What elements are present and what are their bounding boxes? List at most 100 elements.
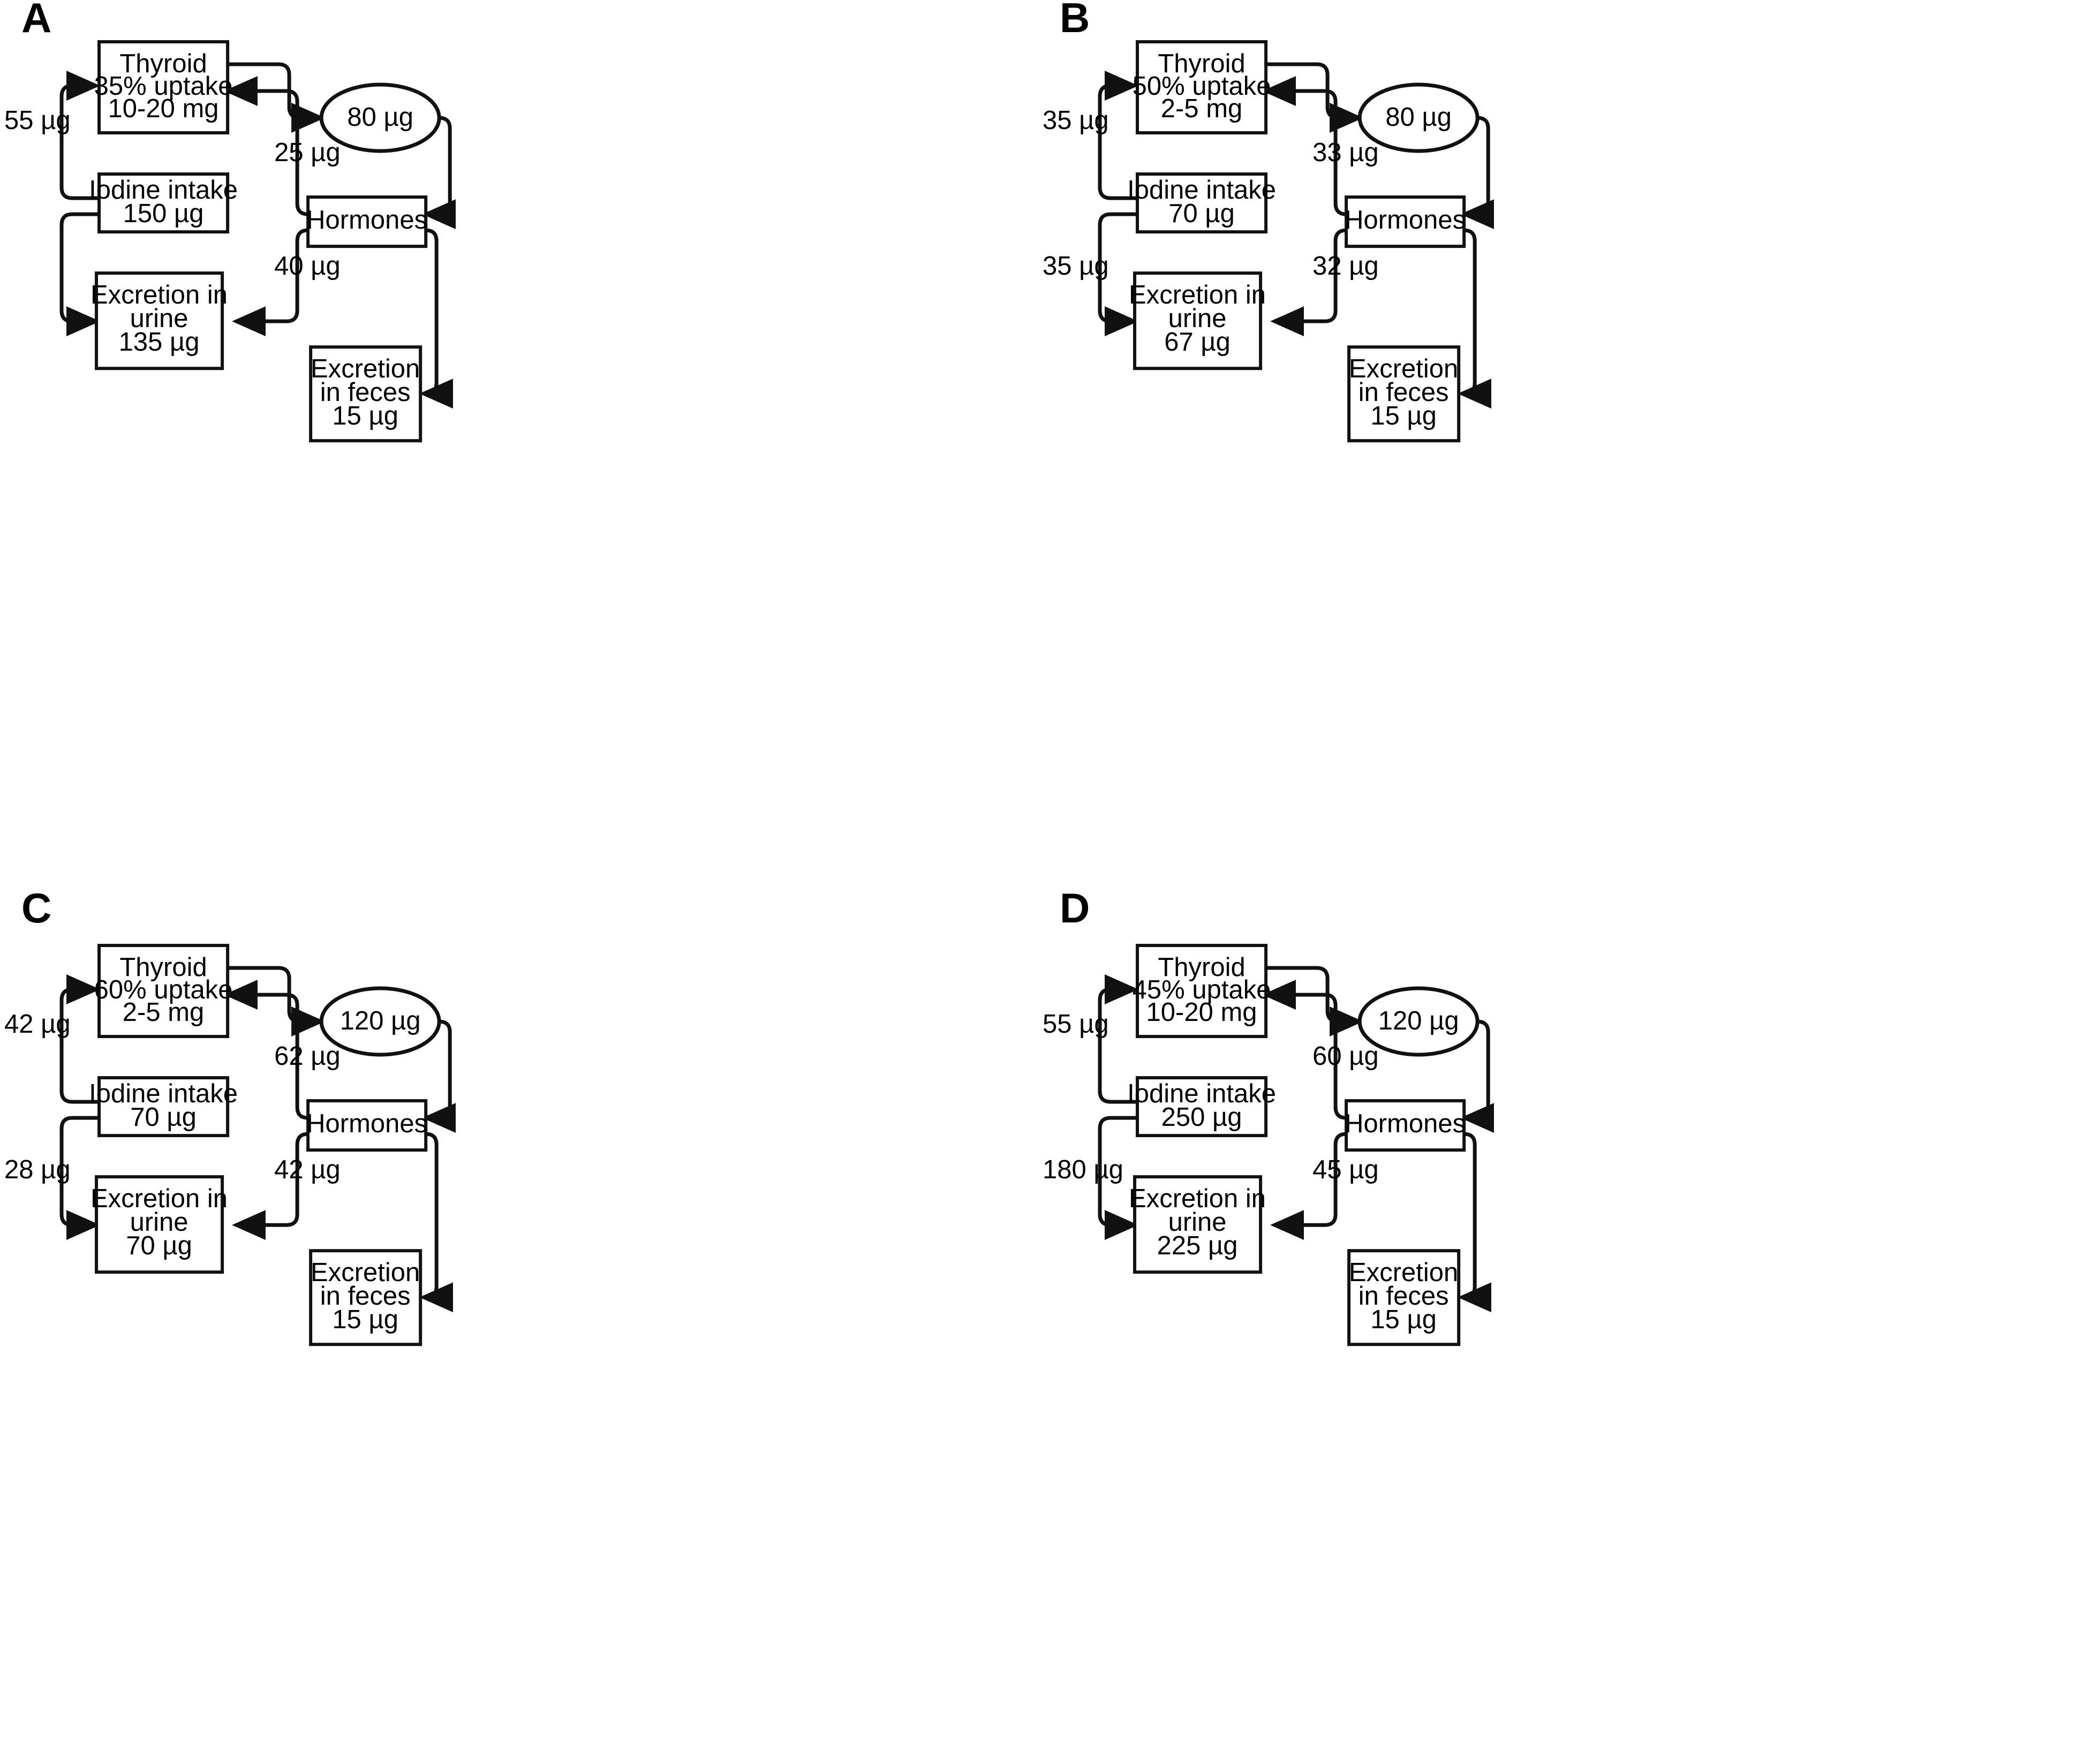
- panel-d: D Thyroid 45% uptake 10-20 mg 120 µg Iod…: [1038, 882, 2076, 1764]
- urine-line2: urine: [1168, 1208, 1226, 1237]
- connector-hormones-to-urine: [1270, 228, 1346, 337]
- urine-line2: urine: [1168, 304, 1226, 333]
- connector-hormones-to-urine: [1270, 1132, 1346, 1240]
- thyroid-label-line2: 60% uptake: [94, 975, 233, 1004]
- feces-line3: 15 µg: [1370, 1305, 1437, 1334]
- flow-label-intake-to-urine: 28 µg: [4, 1155, 71, 1184]
- connector-hormones-to-thyroid: [1262, 979, 1346, 1120]
- iodine-intake-line1: Iodine intake: [1127, 1079, 1276, 1108]
- urine-line1: Excretion in: [90, 1184, 228, 1213]
- urine-line3: 70 µg: [126, 1231, 192, 1260]
- feces-line1: Excretion: [311, 1258, 420, 1287]
- urine-line1: Excretion in: [1129, 1184, 1266, 1213]
- hormones-label: Hormones: [306, 206, 427, 234]
- hormones-label: Hormones: [1345, 1109, 1466, 1138]
- flow-label-intake-to-thyroid: 55 µg: [1043, 1010, 1109, 1039]
- thyroid-label-line3: 2-5 mg: [123, 998, 205, 1027]
- connector-hormones-to-thyroid: [224, 76, 308, 216]
- iodine-intake-box: [1135, 1076, 1267, 1137]
- panel-c: C Thyroid 60% uptake 2-5 mg 120 µg Iodin…: [0, 882, 1038, 1764]
- connector-hormones-to-feces: [419, 228, 454, 409]
- flow-label-hormones-to-urine: 40 µg: [274, 252, 341, 281]
- iodine-pool-label: 80 µg: [1385, 103, 1452, 132]
- urine-excretion-box: [95, 1175, 224, 1274]
- urine-excretion-box: [1133, 271, 1262, 370]
- feces-line1: Excretion: [311, 354, 420, 383]
- urine-line2: urine: [130, 304, 188, 333]
- flow-label-intake-to-thyroid: 42 µg: [4, 1010, 71, 1039]
- thyroid-label-line1: Thyroid: [1158, 49, 1245, 78]
- iodine-pool-oval: [319, 986, 441, 1057]
- hormones-box: [306, 195, 428, 248]
- connector-hormones-to-feces: [1457, 228, 1491, 409]
- thyroid-label-line2: 50% uptake: [1132, 72, 1271, 101]
- thyroid-box: [97, 943, 230, 1038]
- urine-line1: Excretion in: [90, 281, 228, 309]
- panel-letter-b: B: [1060, 0, 1090, 41]
- hormones-box: [1344, 195, 1466, 248]
- flow-label-hormones-to-urine: 42 µg: [274, 1155, 341, 1184]
- connector-pool-to-hormones: [1460, 1019, 1494, 1133]
- urine-line3: 67 µg: [1164, 328, 1230, 357]
- urine-line3: 225 µg: [1157, 1231, 1237, 1260]
- flow-label-hormones-to-thyroid: 33 µg: [1312, 138, 1379, 167]
- connector-intake-to-thyroid: [1098, 974, 1138, 1104]
- connector-hormones-to-feces: [419, 1132, 454, 1312]
- flow-label-hormones-to-thyroid: 60 µg: [1312, 1042, 1379, 1071]
- flow-label-intake-to-urine: 180 µg: [1043, 1155, 1123, 1184]
- iodine-pool-oval: [319, 82, 441, 153]
- iodine-intake-box: [97, 1076, 230, 1137]
- flow-label-intake-to-thyroid: 55 µg: [4, 106, 71, 135]
- iodine-pool-oval: [1357, 986, 1479, 1057]
- panel-letter-a: A: [21, 0, 51, 41]
- feces-excretion-box: [1347, 345, 1460, 443]
- thyroid-label-line1: Thyroid: [119, 49, 207, 78]
- urine-line3: 135 µg: [119, 328, 200, 357]
- feces-line2: in feces: [320, 378, 411, 407]
- thyroid-box: [97, 40, 230, 135]
- thyroid-label-line1: Thyroid: [1158, 953, 1245, 982]
- connector-pool-to-hormones: [1460, 116, 1494, 230]
- connector-hormones-to-feces: [1457, 1132, 1491, 1312]
- feces-line2: in feces: [1358, 1282, 1448, 1311]
- panel-letter-d: D: [1060, 884, 1090, 932]
- flow-label-hormones-to-urine: 32 µg: [1312, 252, 1379, 281]
- connector-intake-to-urine: [59, 1116, 101, 1240]
- iodine-intake-line2: 150 µg: [123, 199, 204, 228]
- thyroid-label-line3: 10-20 mg: [108, 94, 219, 123]
- iodine-intake-line1: Iodine intake: [89, 176, 238, 205]
- thyroid-label-line3: 10-20 mg: [1146, 998, 1257, 1027]
- thyroid-label-line1: Thyroid: [119, 953, 207, 982]
- iodine-intake-line2: 250 µg: [1161, 1103, 1242, 1132]
- connector-hormones-to-thyroid: [224, 979, 308, 1120]
- iodine-intake-line1: Iodine intake: [1127, 176, 1276, 205]
- feces-line3: 15 µg: [1370, 402, 1437, 430]
- hormones-label: Hormones: [1345, 206, 1466, 234]
- feces-excretion-box: [1347, 1248, 1460, 1346]
- panel-letter-c: C: [21, 884, 51, 932]
- iodine-intake-line2: 70 µg: [1168, 199, 1235, 228]
- iodine-intake-box: [97, 172, 230, 234]
- connector-hormones-to-urine: [232, 228, 308, 337]
- hormones-box: [306, 1099, 428, 1152]
- iodine-pool-oval: [1357, 82, 1479, 153]
- thyroid-label-line2: 35% uptake: [94, 72, 233, 101]
- connector-intake-to-thyroid: [59, 974, 101, 1104]
- urine-line1: Excretion in: [1129, 281, 1266, 309]
- connector-intake-to-urine: [1098, 212, 1138, 337]
- panel-b: B Thyroid 50% uptake 2-5 mg 80 µg Iodine…: [1038, 0, 2076, 882]
- feces-line3: 15 µg: [332, 402, 398, 430]
- urine-line2: urine: [130, 1208, 188, 1237]
- thyroid-label-line2: 45% uptake: [1132, 975, 1271, 1004]
- feces-line2: in feces: [320, 1282, 411, 1311]
- iodine-intake-line2: 70 µg: [130, 1103, 197, 1132]
- feces-line1: Excretion: [1349, 354, 1458, 383]
- iodine-pool-label: 80 µg: [347, 103, 413, 132]
- connector-intake-to-thyroid: [59, 71, 101, 200]
- connector-pool-to-hormones: [422, 116, 456, 230]
- urine-excretion-box: [95, 271, 224, 370]
- flow-label-hormones-to-thyroid: 25 µg: [274, 138, 341, 167]
- feces-excretion-box: [309, 345, 422, 443]
- thyroid-box: [1135, 943, 1267, 1038]
